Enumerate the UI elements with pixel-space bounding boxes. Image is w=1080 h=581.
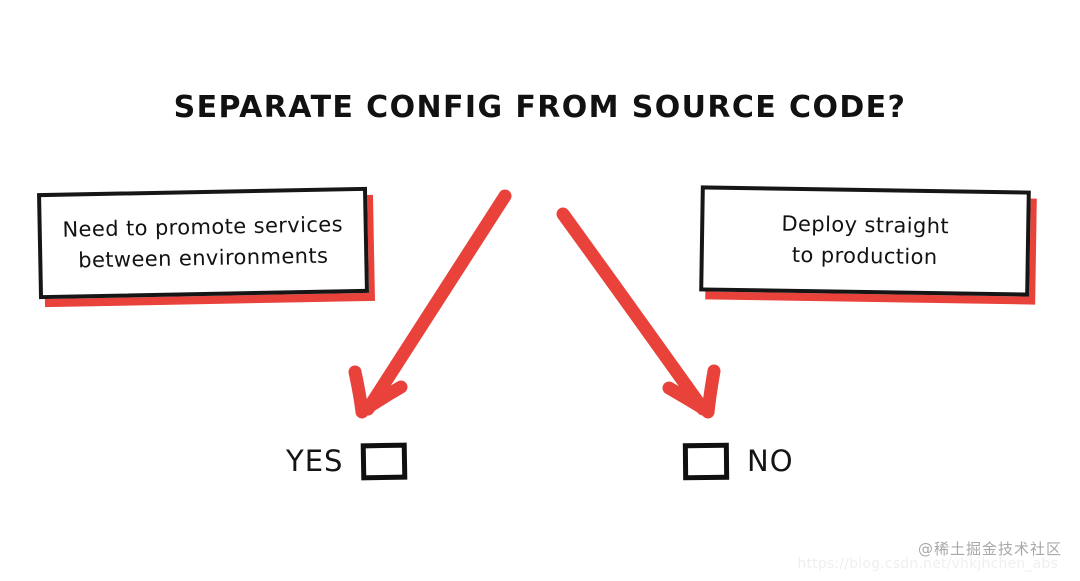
- option-box-yes[interactable]: Need to promote services between environ…: [37, 186, 369, 300]
- answer-yes[interactable]: YES: [286, 442, 408, 481]
- arrow-to-no: [556, 207, 721, 419]
- watermark-url: https://blog.csdn.net/vhkjhchen_abs: [797, 556, 1058, 572]
- option-box-no-text: Deploy straight to production: [781, 211, 950, 270]
- answer-yes-label: YES: [286, 444, 344, 478]
- checkbox-no[interactable]: [682, 442, 730, 481]
- answer-no-label: NO: [747, 444, 794, 478]
- arrow-to-yes: [348, 189, 512, 419]
- option-box-yes-text: Need to promote services between environ…: [62, 212, 344, 273]
- checkbox-yes[interactable]: [361, 442, 408, 481]
- answer-no[interactable]: NO: [682, 442, 794, 481]
- watermark-handle: @稀土掘金技术社区: [917, 540, 1062, 558]
- diagram-title: SEPARATE CONFIG FROM SOURCE CODE?: [173, 90, 907, 125]
- option-box-no[interactable]: Deploy straight to production: [699, 185, 1031, 297]
